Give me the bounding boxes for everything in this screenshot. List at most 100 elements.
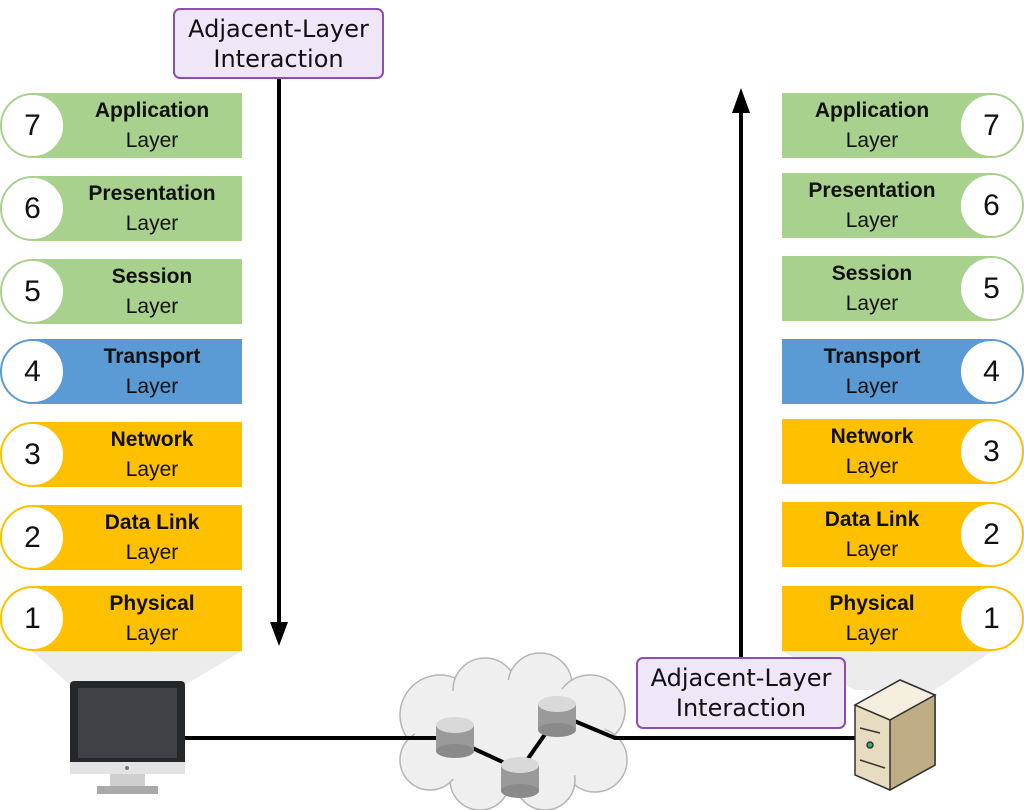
label-line: Adjacent-Layer xyxy=(650,664,832,692)
layer-suffix: Layer xyxy=(125,294,179,318)
router-icon xyxy=(501,757,539,798)
layer-box xyxy=(32,422,242,487)
layer-name: Presentation xyxy=(808,178,936,202)
layer-box xyxy=(782,93,992,158)
left-projection xyxy=(32,651,242,685)
layer-name: Transport xyxy=(823,344,921,368)
layer-name: Presentation xyxy=(88,181,216,205)
layer-number: 6 xyxy=(0,176,65,241)
layer-box xyxy=(782,586,992,651)
down-arrow-head xyxy=(270,622,288,646)
layer-box xyxy=(782,256,992,321)
layer-number: 5 xyxy=(0,259,65,324)
layer-box xyxy=(782,173,992,238)
layer-number: 3 xyxy=(959,419,1024,484)
layer-box xyxy=(32,93,242,158)
layer-suffix: Layer xyxy=(845,454,899,478)
router-icon xyxy=(436,717,474,758)
layer-box xyxy=(782,419,992,484)
layer-number: 7 xyxy=(959,93,1024,158)
desktop-computer-icon xyxy=(70,681,185,794)
layer-name: Physical xyxy=(829,591,915,615)
layer-name: Session xyxy=(831,261,913,285)
layer-suffix: Layer xyxy=(845,291,899,315)
cloud-icon xyxy=(399,652,628,810)
layer-number: 4 xyxy=(959,339,1024,404)
layer-number: 2 xyxy=(0,505,65,570)
layer-name: Physical xyxy=(109,591,195,615)
layer-suffix: Layer xyxy=(125,540,179,564)
layer-number: 6 xyxy=(959,173,1024,238)
layer-number: 1 xyxy=(959,586,1024,651)
layer-name: Network xyxy=(110,427,194,451)
layer-box xyxy=(782,339,992,404)
server-tower-icon xyxy=(853,679,937,792)
layer-suffix: Layer xyxy=(125,621,179,645)
layer-name: Application xyxy=(94,98,210,122)
layer-suffix: Layer xyxy=(845,374,899,398)
layer-name: Network xyxy=(830,424,914,448)
up-arrow-head xyxy=(732,88,750,113)
layer-number: 4 xyxy=(0,339,65,404)
layer-suffix: Layer xyxy=(845,128,899,152)
layer-box xyxy=(32,259,242,324)
layer-suffix: Layer xyxy=(125,374,179,398)
layer-box xyxy=(32,586,242,651)
label-line: Interaction xyxy=(675,694,807,722)
layer-name: Transport xyxy=(103,344,201,368)
layer-box xyxy=(32,339,242,404)
layer-name: Session xyxy=(111,264,193,288)
label-line: Adjacent-Layer xyxy=(188,14,369,43)
layer-number: 1 xyxy=(0,586,65,651)
layer-number: 7 xyxy=(0,93,65,158)
layer-box xyxy=(32,176,242,241)
layer-number: 3 xyxy=(0,422,65,487)
label-line: Interaction xyxy=(213,44,344,73)
layer-name: Application xyxy=(814,98,930,122)
layer-name: Data Link xyxy=(104,510,200,534)
layer-suffix: Layer xyxy=(845,537,899,561)
layer-number: 5 xyxy=(959,256,1024,321)
layer-box xyxy=(782,502,992,567)
layer-box xyxy=(32,505,242,570)
layer-suffix: Layer xyxy=(845,621,899,645)
layer-suffix: Layer xyxy=(125,457,179,481)
layer-name: Data Link xyxy=(824,507,920,531)
router-icon xyxy=(538,696,576,737)
layer-suffix: Layer xyxy=(125,211,179,235)
layer-suffix: Layer xyxy=(125,128,179,152)
layer-suffix: Layer xyxy=(845,208,899,232)
